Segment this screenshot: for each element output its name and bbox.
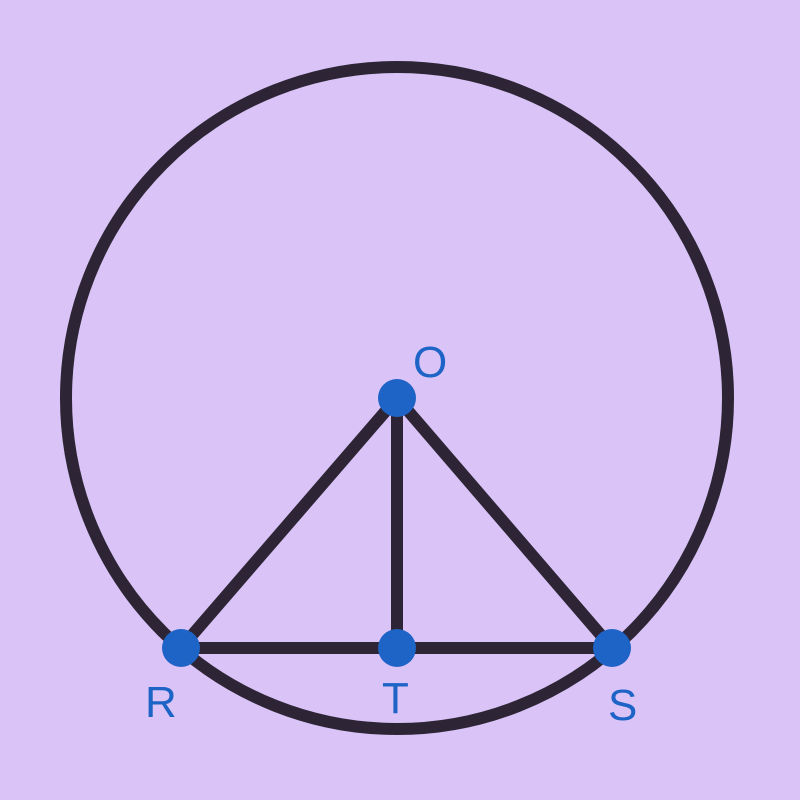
segment-or	[175, 392, 403, 654]
label-r: R	[145, 678, 177, 727]
label-t: T	[382, 674, 409, 723]
circle	[60, 61, 734, 735]
segment-os	[391, 392, 618, 654]
point-t	[378, 629, 416, 667]
point-s	[593, 629, 631, 667]
point-r	[162, 629, 200, 667]
label-o: O	[413, 338, 447, 387]
label-s: S	[608, 681, 637, 730]
point-o	[378, 379, 416, 417]
